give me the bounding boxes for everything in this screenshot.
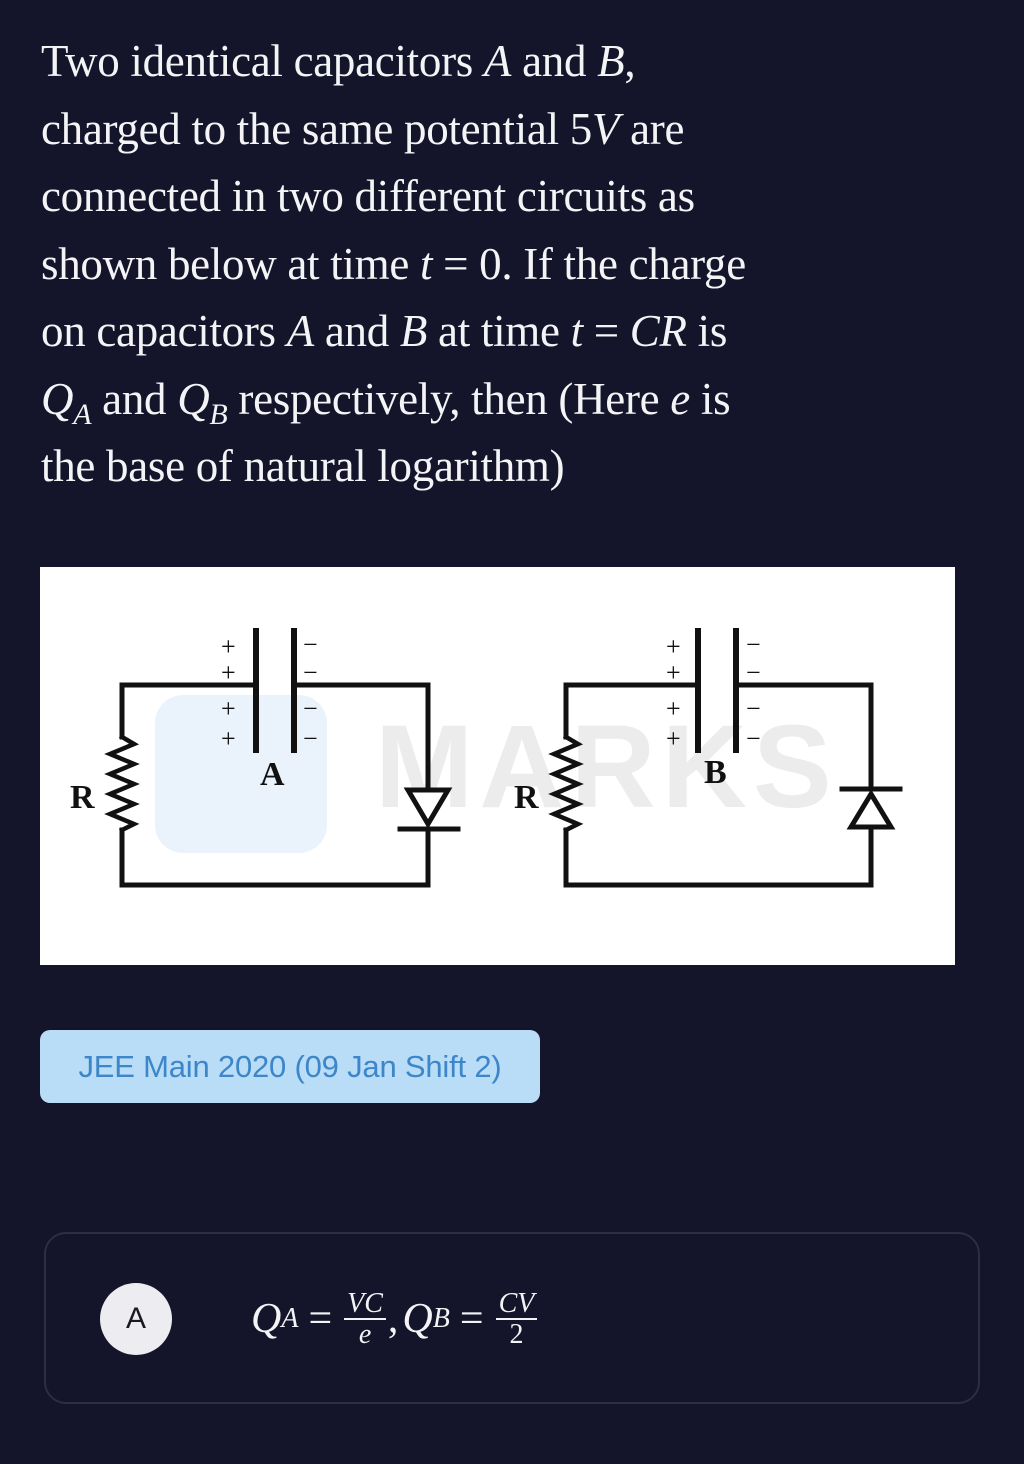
capacitor-a-label: A	[260, 756, 285, 793]
svg-text:−: −	[746, 658, 761, 687]
option-a-letter: A	[125, 1302, 146, 1335]
exam-source-badge: JEE Main 2020 (09 Jan Shift 2)	[40, 1030, 540, 1103]
svg-text:−: −	[746, 724, 761, 753]
question-line-4: shown below at time t = 0. If the charge	[41, 238, 746, 289]
resistor-a-label: R	[70, 779, 95, 816]
circuit-diagram-svg: MARKS + + + + − − − − A	[70, 628, 903, 888]
svg-text:+: +	[221, 724, 236, 753]
watermark-logo-shape	[155, 695, 327, 853]
svg-text:−: −	[746, 694, 761, 723]
circuit-a	[104, 628, 461, 888]
svg-text:+: +	[221, 658, 236, 687]
svg-text:+: +	[221, 632, 236, 661]
fraction-cv-over-2: CV 2	[495, 1288, 538, 1349]
svg-text:−: −	[303, 658, 318, 687]
question-line-5: on capacitors A and B at time t = CR is	[41, 306, 728, 356]
question-line-6: QA and QB respectively, then (Here e is	[41, 373, 731, 431]
question-line-7: the base of natural logarithm)	[41, 441, 565, 491]
svg-text:−: −	[303, 724, 318, 753]
question-line-1: Two identical capacitors A and B,	[41, 36, 636, 86]
svg-text:−: −	[303, 694, 318, 723]
option-a-letter-badge[interactable]: A	[100, 1283, 172, 1355]
question-line-2: charged to the same potential 5V are	[41, 103, 685, 154]
svg-text:+: +	[666, 724, 681, 753]
svg-text:+: +	[666, 632, 681, 661]
svg-text:+: +	[666, 658, 681, 687]
resistor-b-label: R	[514, 779, 539, 816]
svg-text:+: +	[221, 694, 236, 723]
capacitor-b-label: B	[704, 754, 727, 791]
question-line-3: connected in two different circuits as	[41, 171, 695, 221]
watermark-text: MARKS	[375, 701, 838, 833]
question-text: Two identical capacitors A and B, charge…	[41, 28, 981, 501]
circuit-diagram: MARKS + + + + − − − − A	[40, 567, 955, 965]
svg-text:+: +	[666, 694, 681, 723]
circuit-b	[548, 628, 903, 888]
capacitor-b-charges: + + + + − − − −	[666, 630, 761, 753]
exam-source-label: JEE Main 2020 (09 Jan Shift 2)	[78, 1048, 502, 1084]
svg-text:−: −	[746, 630, 761, 659]
fraction-vc-over-e: VC e	[344, 1288, 386, 1349]
svg-text:−: −	[303, 630, 318, 659]
capacitor-a-charges: + + + + − − − −	[221, 630, 318, 753]
